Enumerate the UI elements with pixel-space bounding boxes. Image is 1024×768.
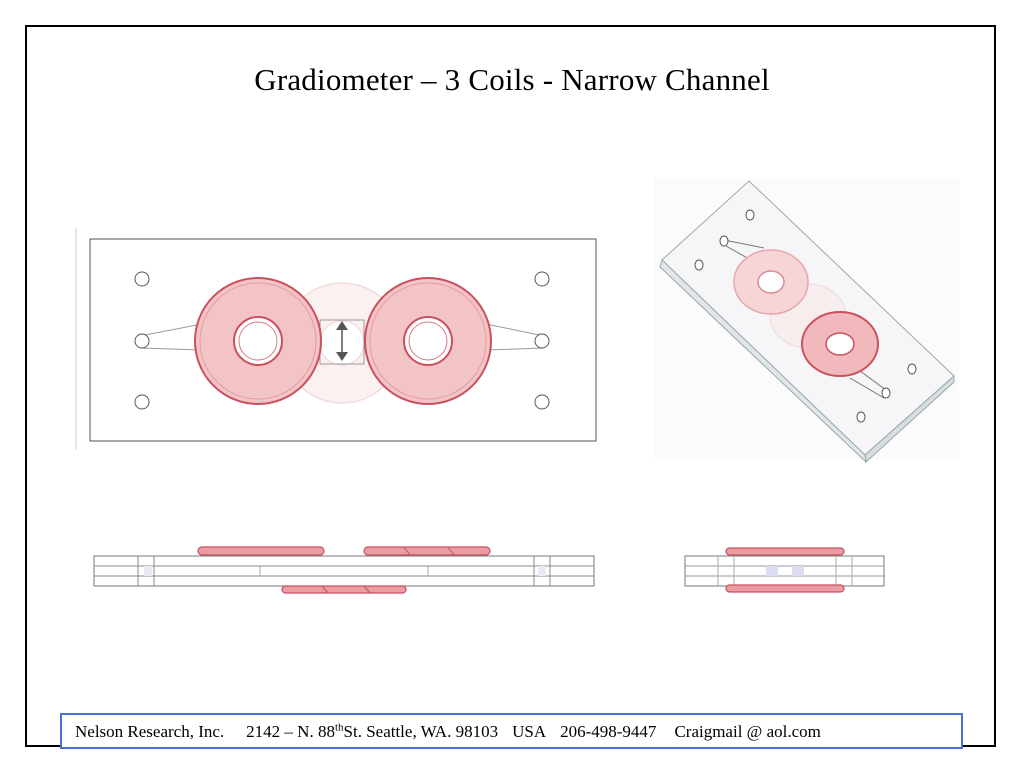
footer-contact: Nelson Research, Inc. 2142 – N. 88th St. …	[60, 713, 963, 749]
end-view-drawing	[684, 547, 885, 593]
side-view-drawing	[93, 546, 595, 594]
slide-title: Gradiometer – 3 Coils - Narrow Channel	[254, 62, 770, 97]
footer-email: Craigmail @ aol.com	[674, 722, 821, 741]
footer-company: Nelson Research, Inc.	[75, 722, 225, 741]
footer-street: 2142 – N. 88th St. Seattle, WA. 98103	[246, 721, 499, 741]
isometric-view-drawing	[654, 178, 959, 464]
footer-country: USA	[512, 722, 547, 741]
top-view-drawing	[75, 228, 597, 450]
footer-phone: 206-498-9447	[560, 722, 657, 741]
